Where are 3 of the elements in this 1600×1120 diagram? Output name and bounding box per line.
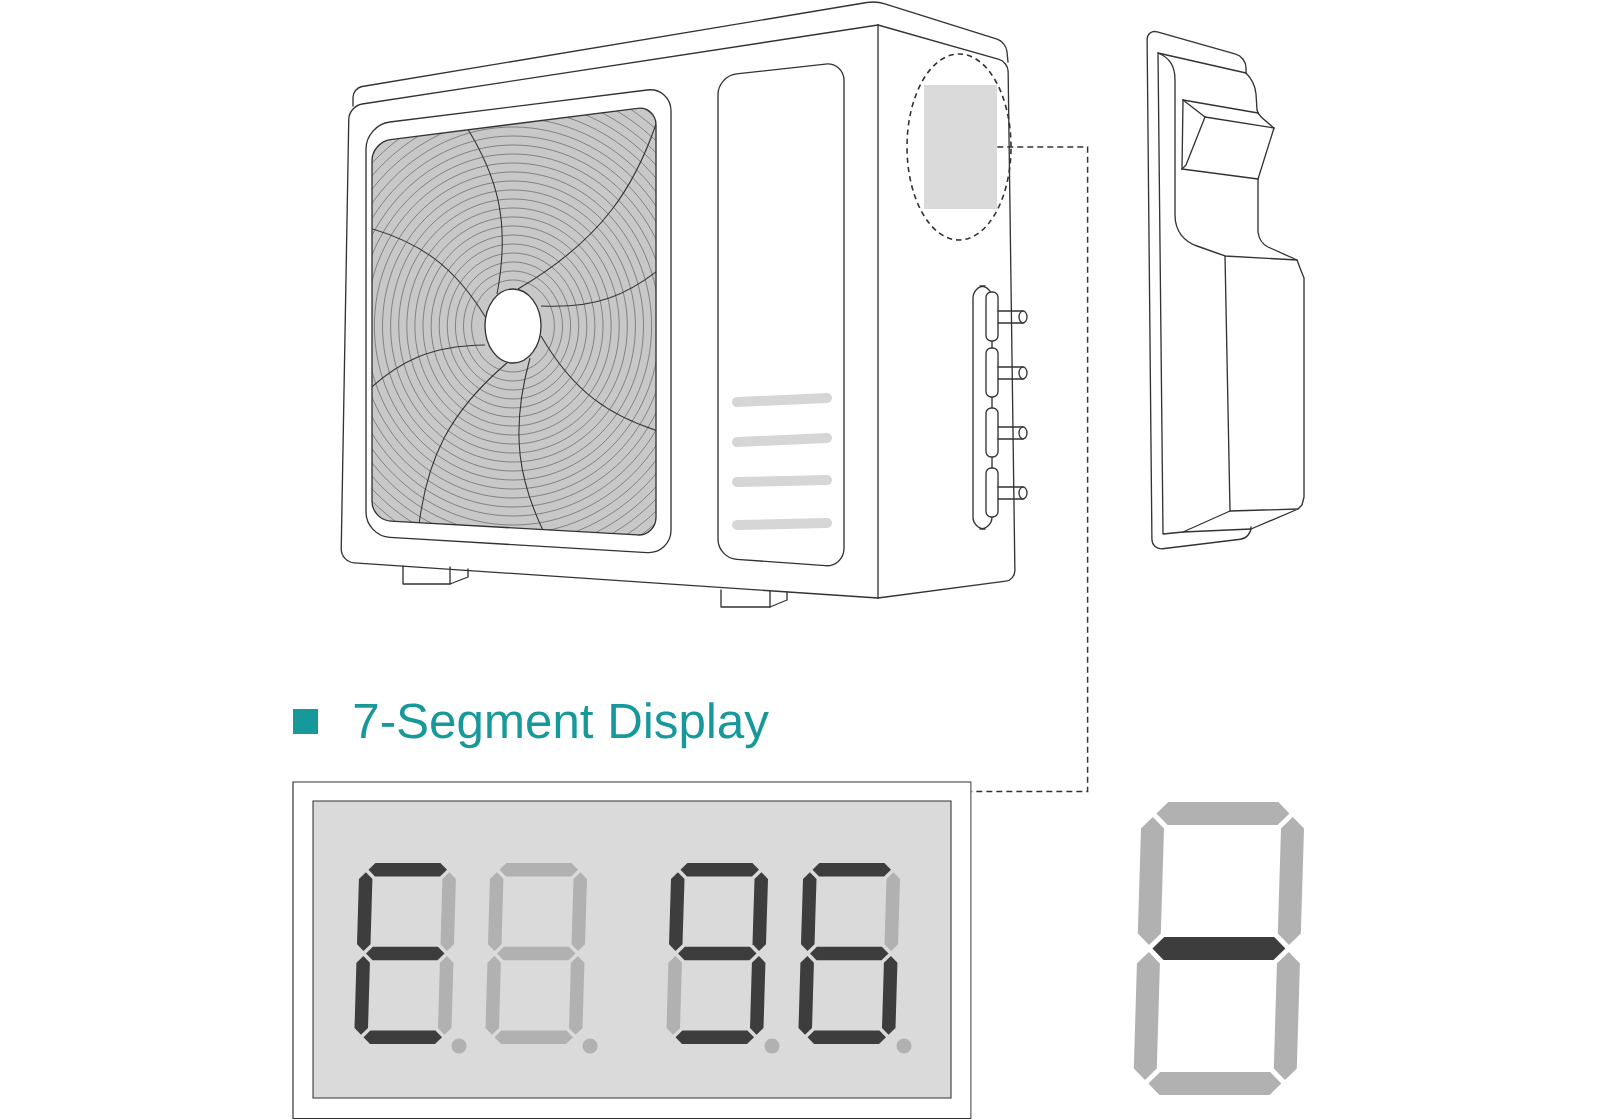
heading: 7-Segment Display	[354, 702, 769, 749]
display-frame	[292, 781, 972, 1120]
display-panel	[924, 85, 997, 209]
